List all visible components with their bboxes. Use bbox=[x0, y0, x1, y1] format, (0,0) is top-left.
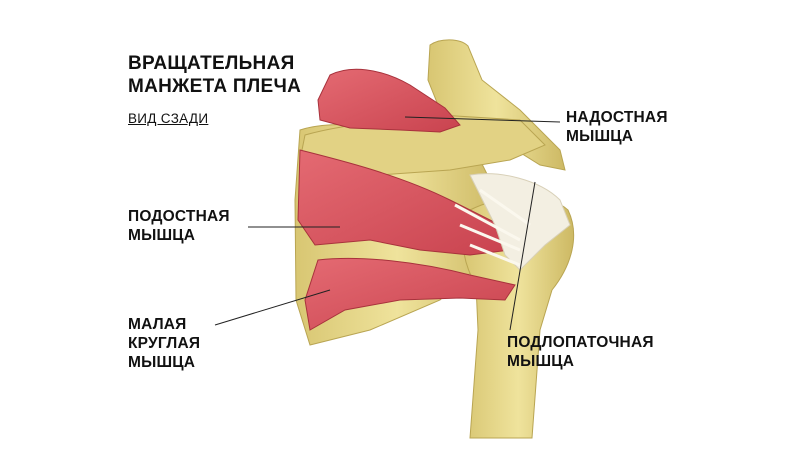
label-teres-minor-line-1: МАЛАЯ bbox=[128, 316, 187, 333]
label-teres-minor: МАЛАЯ КРУГЛАЯ МЫШЦА bbox=[128, 315, 200, 372]
leader-line-supraspinatus bbox=[404, 116, 561, 123]
tendon-fan bbox=[454, 188, 531, 267]
label-teres-minor-line-3: МЫШЦА bbox=[128, 354, 196, 371]
title-line-2: МАНЖЕТА ПЛЕЧА bbox=[128, 76, 302, 97]
label-infraspinatus: ПОДОСТНАЯ МЫШЦА bbox=[128, 207, 230, 245]
leader-line-teres-minor bbox=[214, 289, 331, 326]
label-subscapularis-line-2: МЫШЦА bbox=[507, 353, 575, 370]
label-supraspinatus: НАДОСТНАЯ МЫШЦА bbox=[566, 108, 668, 146]
label-subscapularis-line-1: ПОДЛОПАТОЧНАЯ bbox=[507, 334, 654, 351]
title-line-1: ВРАЩАТЕЛЬНАЯ bbox=[128, 53, 295, 74]
supraspinatus-muscle bbox=[317, 68, 461, 133]
infraspinatus-muscle bbox=[297, 149, 511, 256]
label-subscapularis: ПОДЛОПАТОЧНАЯ МЫШЦА bbox=[507, 333, 654, 371]
teres-minor-muscle bbox=[304, 257, 516, 331]
leader-line-subscapularis bbox=[509, 181, 536, 331]
label-supraspinatus-line-1: НАДОСТНАЯ bbox=[566, 109, 668, 126]
label-infraspinatus-line-2: МЫШЦА bbox=[128, 227, 196, 244]
diagram-subtitle: ВИД СЗАДИ bbox=[128, 111, 209, 126]
label-supraspinatus-line-2: МЫШЦА bbox=[566, 128, 634, 145]
label-infraspinatus-line-1: ПОДОСТНАЯ bbox=[128, 208, 230, 225]
diagram-title: ВРАЩАТЕЛЬНАЯ МАНЖЕТА ПЛЕЧА bbox=[128, 52, 301, 98]
label-teres-minor-line-2: КРУГЛАЯ bbox=[128, 335, 201, 352]
